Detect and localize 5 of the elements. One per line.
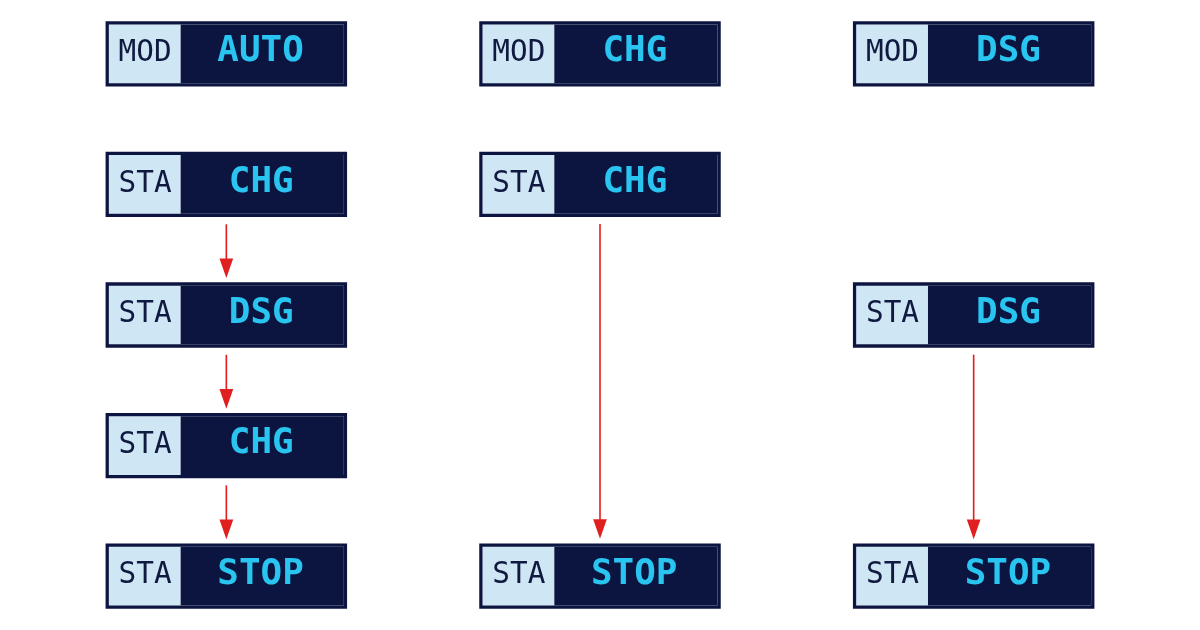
arrow: [219, 223, 234, 279]
arrow: [966, 353, 981, 540]
arrow: [593, 223, 607, 539]
arrow: [219, 484, 234, 540]
arrow: [219, 354, 234, 409]
